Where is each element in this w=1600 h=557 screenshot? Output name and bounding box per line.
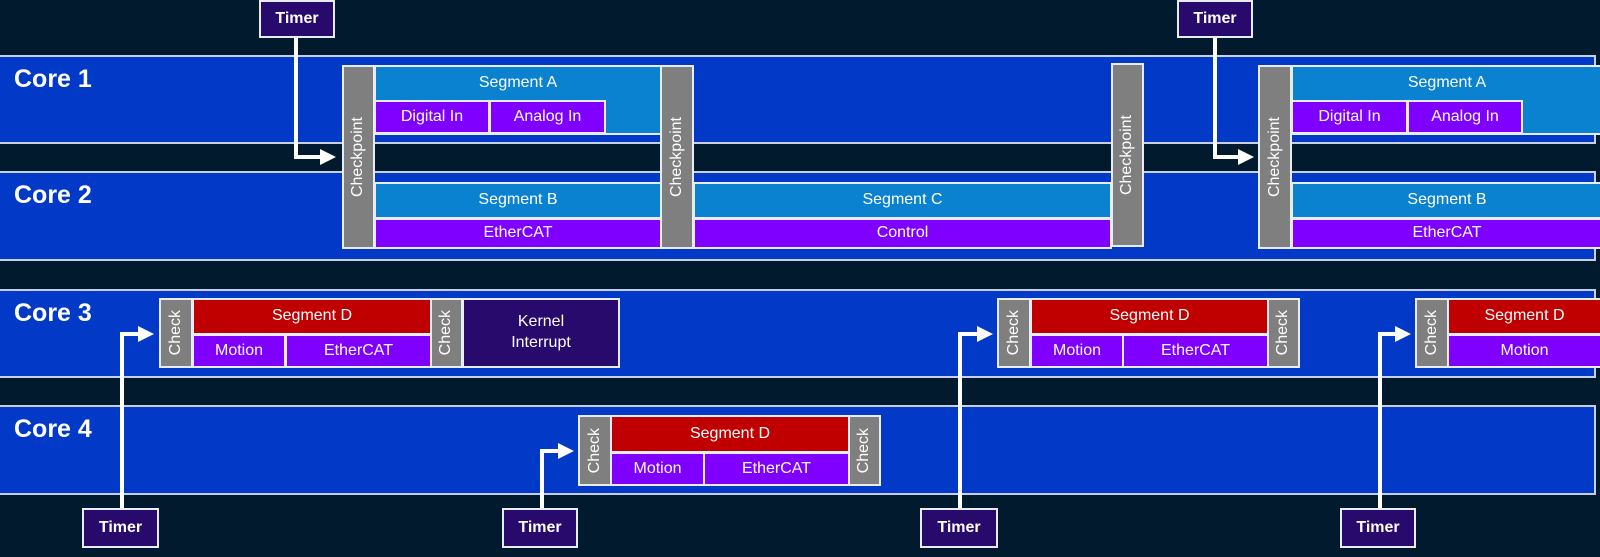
- segment-b: Segment B: [374, 182, 662, 219]
- kernel-interrupt: Kernel Interrupt: [462, 298, 620, 368]
- checkpoint-label: Checkpoint: [1118, 114, 1136, 196]
- task-ethercat: EtherCAT: [703, 452, 850, 486]
- timer-arrow: [120, 326, 154, 509]
- task-control: Control: [693, 218, 1112, 249]
- segment-b: Segment B: [1291, 182, 1600, 219]
- checkpoint-label: Checkpoint: [349, 116, 367, 198]
- task-motion: Motion: [1030, 334, 1124, 368]
- timer-box: Timer: [920, 508, 998, 548]
- check: Check: [997, 298, 1031, 368]
- timer-box: Timer: [259, 0, 335, 38]
- timer-box: Timer: [82, 508, 159, 548]
- timer-arrow: [958, 326, 993, 509]
- segment-d: Segment D: [1447, 298, 1600, 335]
- segment-d: Segment D: [192, 298, 432, 335]
- checkpoint: Checkpoint: [1258, 65, 1292, 249]
- timer-arrow: [540, 443, 574, 509]
- task-motion: Motion: [610, 452, 705, 486]
- task-ethercat: EtherCAT: [1291, 218, 1600, 249]
- check: Check: [578, 415, 612, 486]
- task-analog-in: Analog In: [489, 100, 606, 134]
- check: Check: [1415, 298, 1449, 368]
- check-label: Check: [1004, 310, 1022, 356]
- core-label: Core 4: [14, 415, 92, 443]
- core-label: Core 3: [14, 299, 92, 327]
- checkpoint: Checkpoint: [1111, 63, 1144, 247]
- task-ethercat: EtherCAT: [374, 218, 662, 249]
- segment-d: Segment D: [610, 415, 850, 453]
- task-ethercat: EtherCAT: [285, 334, 432, 368]
- check: Check: [159, 298, 193, 368]
- check-label: Check: [1422, 310, 1440, 356]
- check: Check: [1267, 298, 1300, 368]
- check: Check: [848, 415, 881, 486]
- task-digital-in: Digital In: [1291, 100, 1408, 134]
- segment-c: Segment C: [693, 182, 1112, 219]
- task-digital-in: Digital In: [374, 100, 490, 134]
- core-label: Core 2: [14, 181, 92, 209]
- timer-box: Timer: [502, 508, 578, 548]
- timer-box: Timer: [1177, 0, 1253, 38]
- task-analog-in: Analog In: [1407, 100, 1523, 134]
- timer-arrow: [294, 36, 336, 165]
- checkpoint: Checkpoint: [342, 65, 375, 249]
- timer-arrow: [1213, 36, 1254, 165]
- task-motion: Motion: [192, 334, 286, 368]
- checkpoint-label: Checkpoint: [1265, 116, 1283, 198]
- check-label: Check: [855, 427, 873, 474]
- check-label: Check: [1274, 310, 1292, 356]
- timer-box: Timer: [1340, 508, 1416, 548]
- segment-d: Segment D: [1030, 298, 1269, 335]
- task-ethercat: EtherCAT: [1122, 334, 1269, 368]
- task-motion: Motion: [1447, 334, 1600, 368]
- check: Check: [430, 298, 463, 368]
- core-label: Core 1: [14, 65, 92, 93]
- timer-arrow: [1378, 326, 1411, 509]
- check-label: Check: [166, 310, 184, 356]
- checkpoint: Checkpoint: [660, 65, 694, 249]
- check-label: Check: [585, 427, 603, 474]
- checkpoint-label: Checkpoint: [667, 116, 685, 198]
- check-label: Check: [437, 310, 455, 356]
